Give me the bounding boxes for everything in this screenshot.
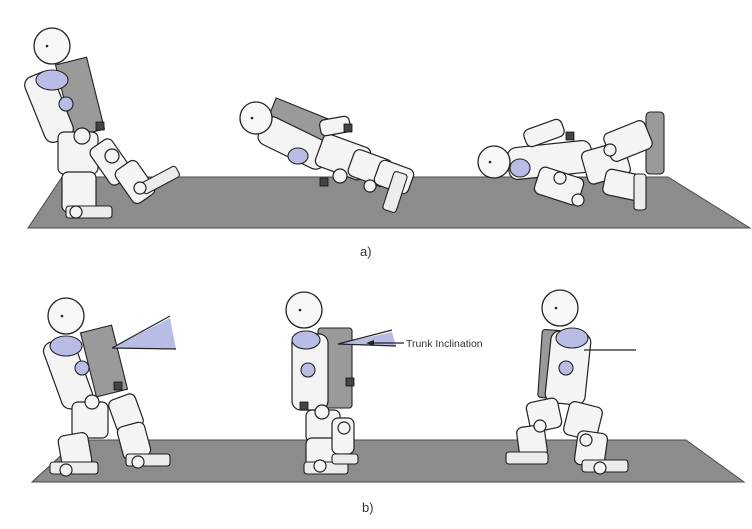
robot-a3-fallen — [477, 111, 665, 211]
trunk-inclination-label: Trunk Inclination — [406, 338, 483, 350]
robot-b1-trunk-tilted — [42, 297, 177, 477]
panel-a: a) — [24, 27, 752, 259]
panel-b: Trunk Inclination b) — [30, 289, 746, 515]
robot-a1-standing-backward-lean — [24, 27, 180, 219]
robot-b3-forward-lean — [505, 289, 636, 475]
panel-a-caption: a) — [360, 244, 372, 259]
robot-b2-upright — [285, 291, 404, 475]
robot-a2-mid-fall — [239, 97, 415, 213]
floor-b — [30, 439, 746, 483]
panel-b-caption: b) — [362, 500, 374, 515]
